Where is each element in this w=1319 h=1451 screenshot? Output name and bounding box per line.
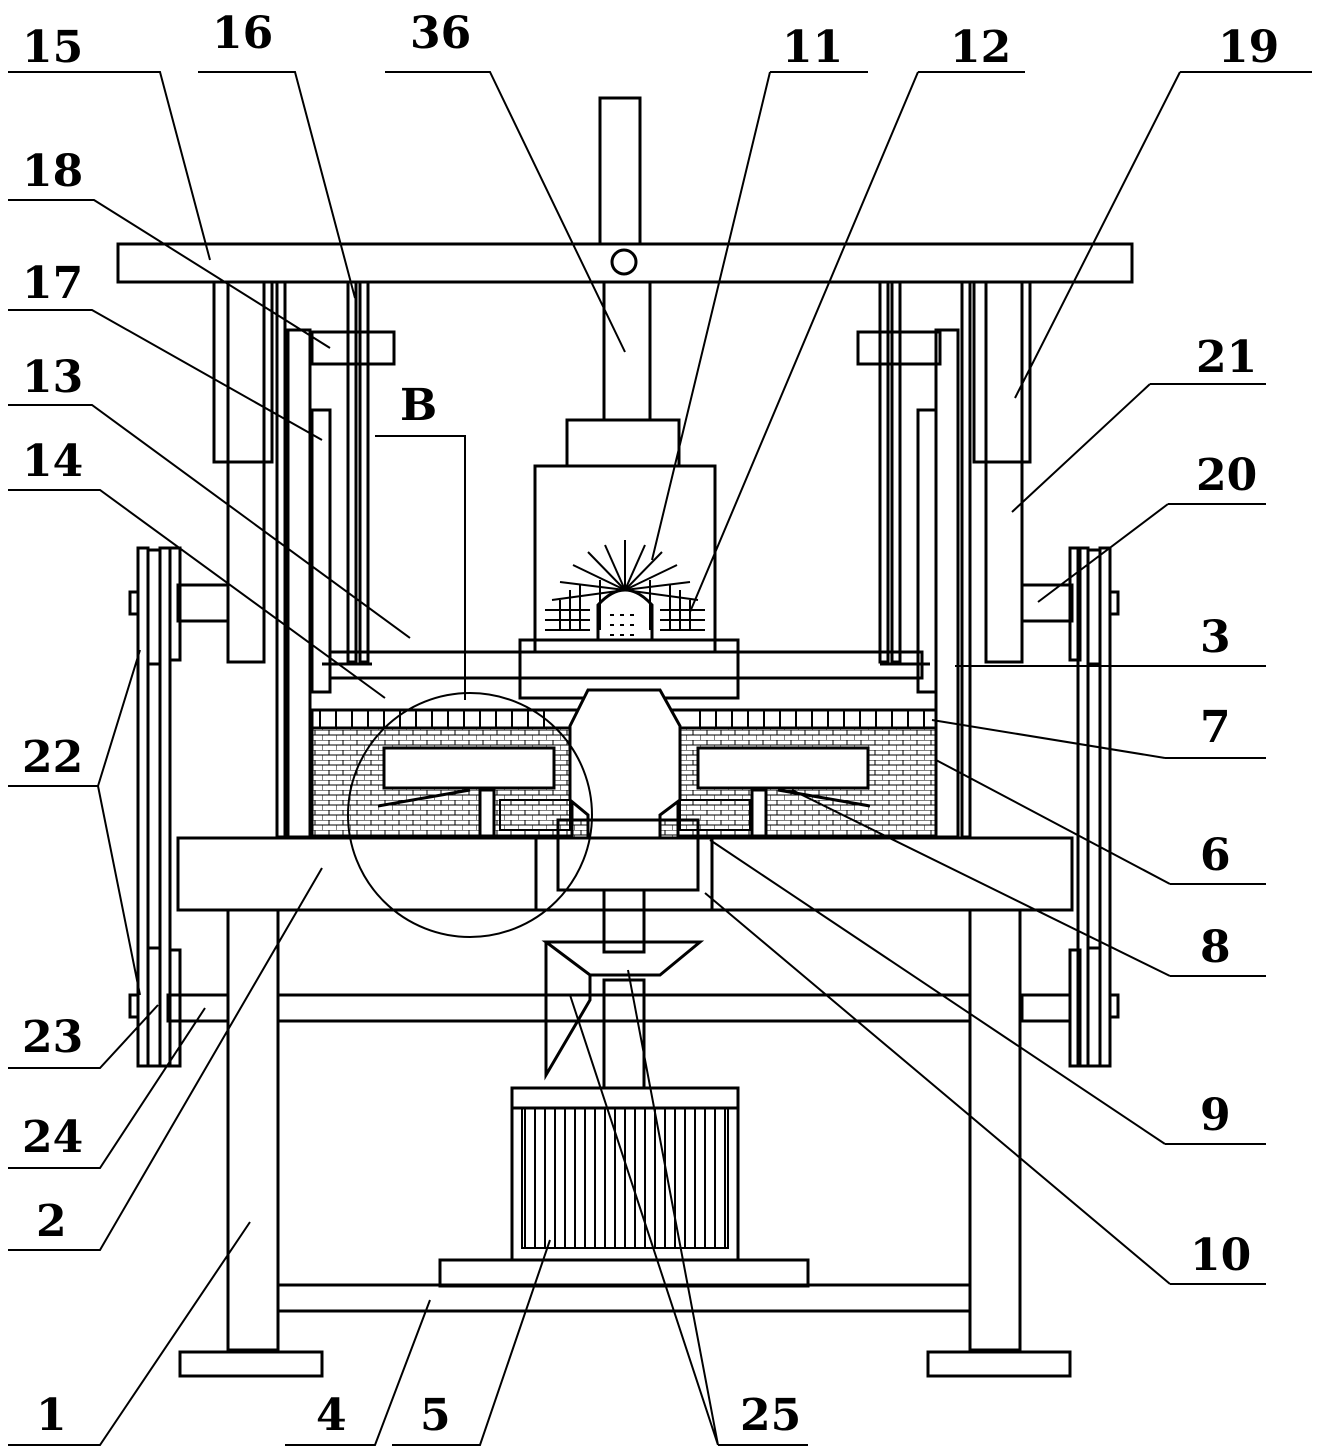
label-10: 10 — [1190, 1230, 1251, 1281]
label-25: 25 — [740, 1390, 801, 1441]
label-36: 36 — [410, 8, 471, 59]
leader-lines — [8, 71, 1312, 1446]
label-11: 11 — [782, 22, 843, 73]
label-4: 4 — [316, 1390, 347, 1441]
label-3: 3 — [1200, 612, 1231, 663]
label-18: 18 — [22, 146, 83, 197]
lower-shaft — [541, 888, 705, 1090]
label-22: 22 — [22, 732, 83, 783]
label-17: 17 — [22, 258, 83, 309]
motor — [510, 1086, 740, 1262]
label-1: 1 — [36, 1390, 67, 1441]
brush-bristles — [551, 540, 699, 601]
left-uprights — [212, 280, 396, 839]
center-shaft — [565, 280, 681, 468]
left-pulley-assembly — [128, 546, 230, 1068]
label-13: 13 — [22, 352, 83, 403]
brush-housing — [533, 464, 717, 654]
label-8: 8 — [1200, 922, 1231, 973]
label-23: 23 — [22, 1012, 83, 1063]
label-14: 14 — [22, 436, 83, 487]
tank-body — [310, 726, 938, 838]
label-12: 12 — [950, 22, 1011, 73]
top-beam — [116, 96, 1134, 284]
label-b: B — [400, 380, 437, 431]
label-6: 6 — [1200, 830, 1231, 881]
label-7: 7 — [1200, 702, 1231, 753]
lower-frame — [178, 908, 1072, 1378]
right-uprights — [856, 280, 1032, 839]
label-5: 5 — [420, 1390, 451, 1441]
main-table — [176, 836, 1074, 912]
label-20: 20 — [1196, 450, 1257, 501]
label-15: 15 — [22, 22, 83, 73]
part-labels: 15 16 36 11 12 19 18 17 13 14 B 21 20 3 … — [22, 8, 1279, 1441]
label-2: 2 — [36, 1196, 67, 1247]
label-16: 16 — [212, 8, 273, 59]
label-9: 9 — [1200, 1090, 1231, 1141]
label-24: 24 — [22, 1112, 83, 1163]
right-pulley-assembly — [1020, 546, 1120, 1068]
detail-callout-circle — [347, 692, 593, 938]
label-19: 19 — [1218, 22, 1279, 73]
label-21: 21 — [1196, 332, 1257, 383]
